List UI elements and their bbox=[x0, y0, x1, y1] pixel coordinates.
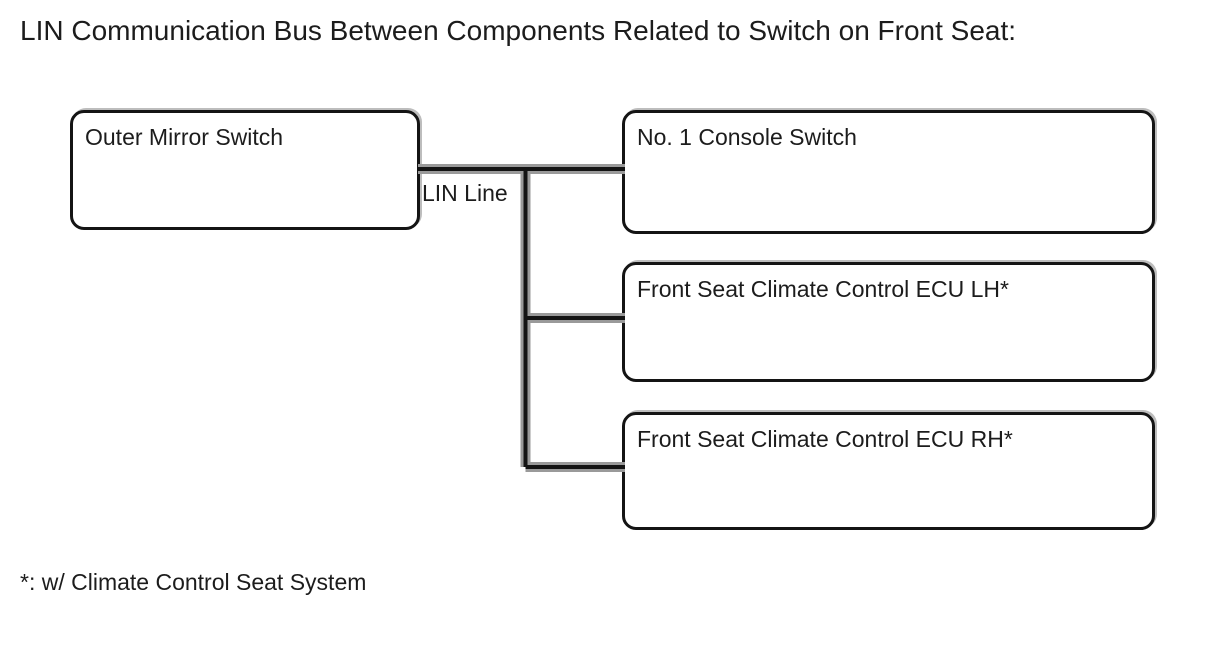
node-front-seat-climate-control-ecu-lh: Front Seat Climate Control ECU LH* bbox=[622, 262, 1155, 382]
node-front-seat-climate-control-ecu-rh-label: Front Seat Climate Control ECU RH* bbox=[637, 426, 1013, 452]
node-no1-console-switch: No. 1 Console Switch bbox=[622, 110, 1155, 234]
diagram-title: LIN Communication Bus Between Components… bbox=[20, 15, 1017, 46]
bus-line-shadow bbox=[418, 164, 625, 472]
bus-label: LIN Line bbox=[422, 180, 508, 206]
node-no1-console-switch-label: No. 1 Console Switch bbox=[637, 124, 857, 150]
node-outer-mirror-switch-label: Outer Mirror Switch bbox=[85, 124, 284, 150]
footnote: *: w/ Climate Control Seat System bbox=[20, 569, 367, 595]
node-outer-mirror-switch: Outer Mirror Switch bbox=[70, 110, 420, 230]
bus-line bbox=[418, 167, 625, 469]
node-front-seat-climate-control-ecu-rh: Front Seat Climate Control ECU RH* bbox=[622, 412, 1155, 530]
node-front-seat-climate-control-ecu-lh-label: Front Seat Climate Control ECU LH* bbox=[637, 276, 1009, 302]
